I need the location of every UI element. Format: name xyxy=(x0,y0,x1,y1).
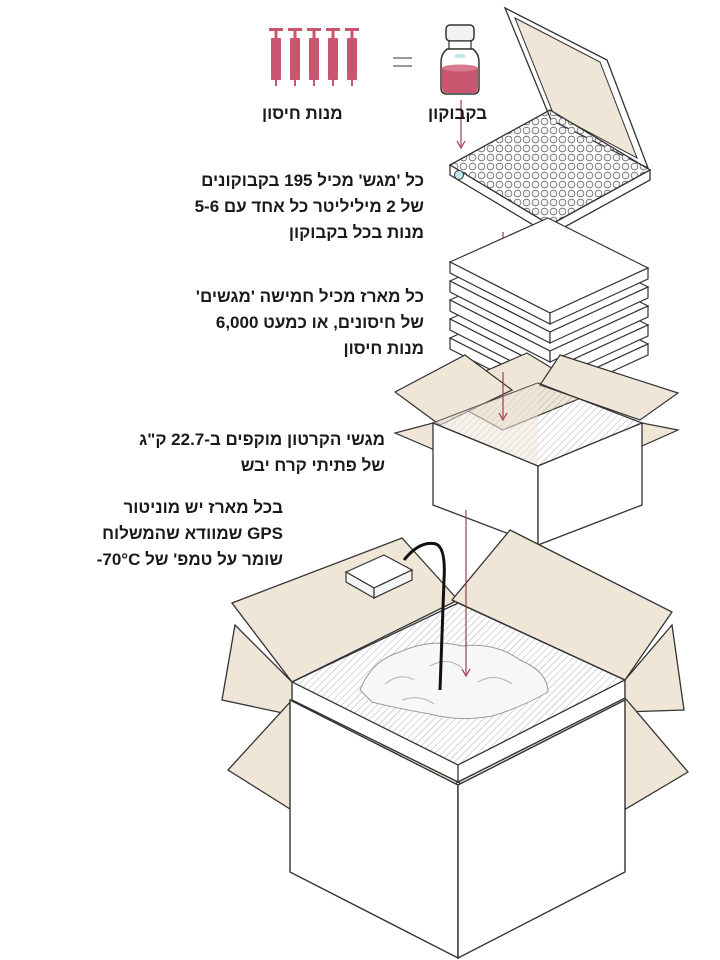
arrow-carton-to-box xyxy=(461,510,471,678)
syringe-icon xyxy=(269,28,283,86)
annotation-ice: מגשי הקרטון מוקפים ב-22.7 ק"ג של פתיתי ק… xyxy=(139,430,385,475)
annotation-tray: כל 'מגש' מכיל 195 בקבוקונים של 2 מיליליט… xyxy=(194,171,424,242)
carton-box xyxy=(393,352,680,546)
gps-monitor-icon xyxy=(344,541,446,691)
shipping-box xyxy=(221,529,689,960)
arrow-stack-to-carton xyxy=(498,372,508,422)
annotation-box: כל מארז מכיל חמישה 'מגשים' של חיסונים, א… xyxy=(195,287,424,358)
equals-icon xyxy=(393,57,412,67)
vial-label: בקבוקון xyxy=(428,104,488,123)
arrow-vial-to-tray xyxy=(456,100,466,150)
syringe-icon xyxy=(326,28,340,86)
syringe-icon xyxy=(307,28,321,86)
syringes-icon xyxy=(269,28,359,86)
doses-label: מנות חיסון xyxy=(262,104,343,123)
syringe-icon xyxy=(345,28,359,86)
syringe-icon xyxy=(288,28,302,86)
vaccine-tray xyxy=(448,6,652,237)
annotation-gps: בכל מארז יש מוניטור GPS שמוודא שהמשלוח ש… xyxy=(96,498,283,569)
stacked-tray xyxy=(448,217,650,325)
vial-icon xyxy=(440,24,480,95)
